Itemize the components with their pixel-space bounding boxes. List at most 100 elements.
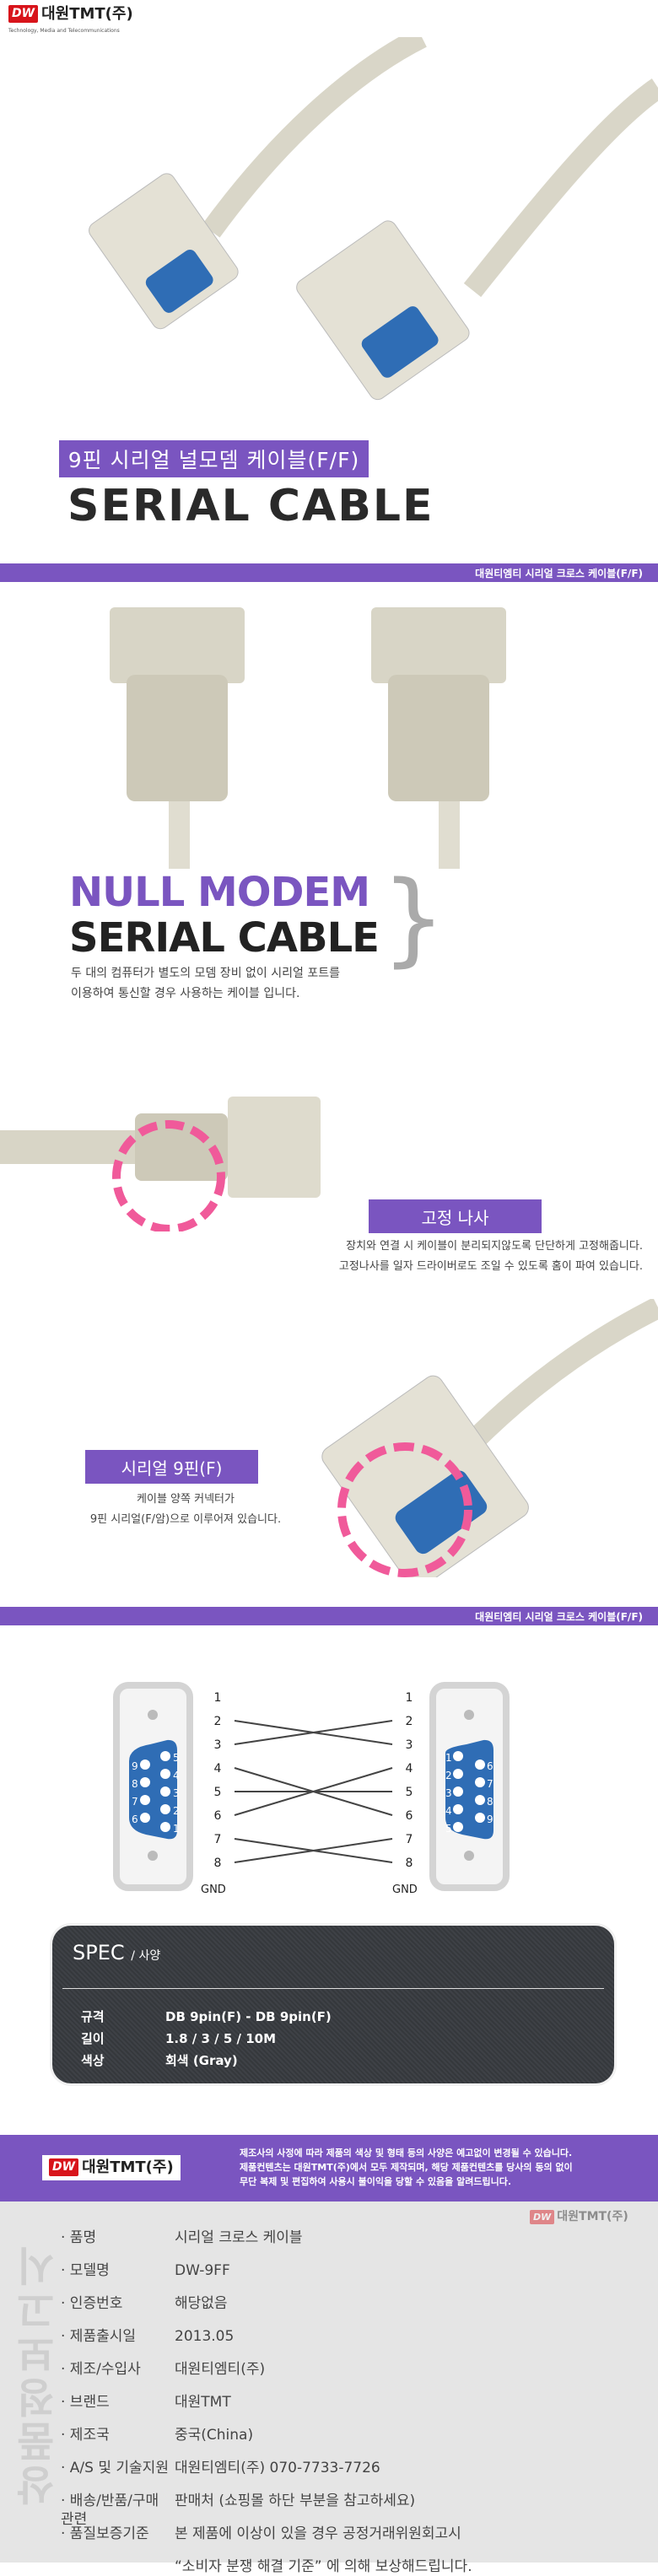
info-key: · 브랜드 [61, 2394, 110, 2411]
pin-number: 7 [132, 1796, 138, 1808]
info-value: 중국(China) [175, 2427, 254, 2444]
pin-number: 8 [487, 1796, 494, 1808]
info-key: · 배송/반품/구매 관련 [61, 2492, 159, 2528]
wire-line [234, 1838, 393, 1863]
section-bar: 대원티엠티 시리얼 크로스 케이블(F/F) [0, 563, 658, 582]
right-pin-label: 7 [406, 1833, 413, 1846]
info-row: · 배송/반품/구매 관련 판매처 (쇼핑몰 하단 부분을 참고하세요) [61, 2492, 415, 2529]
info-key: · 품명 [61, 2229, 97, 2246]
pin-dot [453, 1751, 463, 1761]
left-pin-label: 4 [214, 1762, 222, 1776]
info-row: · 인증번호 해당없음 [61, 2294, 228, 2313]
screw-hole-icon [148, 1851, 158, 1861]
intro-description: 두 대의 컴퓨터가 별도의 모뎀 장비 없이 시리얼 포트를 이용하여 통신할 … [71, 963, 340, 1004]
pin-number: 6 [487, 1760, 494, 1772]
screw-desc-line: 장치와 연결 시 케이블이 분리되지않도록 단단하게 고정해줍니다. [346, 1240, 643, 1253]
right-pin-label: 4 [406, 1762, 413, 1776]
screw-label: 고정 나사 [369, 1199, 542, 1233]
logo-name: 대원TMT(주) [41, 5, 133, 23]
info-key: · A/S 및 기술지원 [61, 2460, 169, 2476]
info-row: “소비자 분쟁 해결 기준” 에 의해 보상해드립니다. [61, 2557, 472, 2576]
product-info-section [0, 2201, 658, 2563]
pin-dot [453, 1822, 463, 1832]
pin-dot [160, 1769, 170, 1779]
info-value: DW-9FF [175, 2262, 230, 2279]
spec-title: SPEC / 사양 [73, 1941, 161, 1964]
info-value: 시리얼 크로스 케이블 [175, 2229, 303, 2246]
copyright-text: 제조사의 사정에 따라 제품의 색상 및 형태 등의 사양은 예고없이 변경될 … [240, 2148, 573, 2187]
info-value: 판매처 (쇼핑몰 하단 부분을 참고하세요) [175, 2492, 416, 2509]
screw-hole-icon [148, 1710, 158, 1720]
divider [62, 1988, 604, 1989]
right-pin-label: 3 [406, 1738, 413, 1752]
pin-number: 6 [132, 1813, 138, 1825]
pin-dot [140, 1795, 150, 1805]
product-title-banner: 9핀 시리얼 널모뎀 케이블(F/F) [59, 440, 369, 477]
pin-dot [475, 1795, 485, 1805]
info-key: · 제조국 [61, 2427, 110, 2444]
info-key: · 모델명 [61, 2262, 110, 2279]
info-value: 해당없음 [175, 2295, 228, 2312]
right-pin-label: 6 [406, 1809, 413, 1823]
right-pin-label: 2 [406, 1715, 413, 1728]
pin-number: 5 [445, 1823, 452, 1835]
info-row: · 제품출시일 2013.05 [61, 2327, 234, 2346]
screw-description: 장치와 연결 시 케이블이 분리되지않도록 단단하게 고정해줍니다. 고정나사를… [339, 1237, 643, 1277]
pin-number: 1 [173, 1823, 180, 1835]
logo-subtitle: Technology, Media and Telecommunications [8, 28, 120, 34]
pin-dot [475, 1777, 485, 1787]
pin-number: 4 [173, 1770, 180, 1781]
left-pin-label: 6 [214, 1809, 222, 1823]
pin-number: 9 [132, 1760, 138, 1772]
connector-side-image [0, 1097, 321, 1231]
pin-dot [140, 1813, 150, 1823]
pin-label: 시리얼 9핀(F) [85, 1450, 258, 1484]
screw-desc-line: 고정나사를 일자 드라이버로도 조일 수 있도록 홈이 파여 있습니다. [338, 1260, 643, 1273]
screw-hole-icon [464, 1851, 474, 1861]
left-pin-label: 7 [214, 1833, 222, 1846]
info-value: “소비자 분쟁 해결 기준” 에 의해 보상해드립니다. [175, 2558, 472, 2575]
pin-number: 2 [173, 1805, 180, 1817]
highlight-circle [112, 1120, 225, 1231]
pin-dot [453, 1786, 463, 1797]
pin-dot [160, 1804, 170, 1814]
left-pin-label: 8 [214, 1857, 222, 1870]
left-pin-label: 1 [214, 1691, 222, 1705]
info-value: 대원티엠티(주) [175, 2361, 266, 2378]
info-row: · A/S 및 기술지원 대원티엠티(주) 070-7733-7726 [61, 2459, 380, 2477]
info-row: · 품명 시리얼 크로스 케이블 [61, 2228, 303, 2247]
info-key: · 제조/수입사 [61, 2361, 141, 2378]
pin-number: 3 [173, 1787, 180, 1799]
info-key: · 제품출시일 [61, 2328, 137, 2345]
info-row: · 제조국 중국(China) [61, 2426, 253, 2444]
highlight-circle [337, 1442, 472, 1577]
pin-number: 8 [132, 1778, 138, 1790]
pin-description: 케이블 양쪽 커넥터가 9핀 시리얼(F/암)으로 이루어져 있습니다. [51, 1490, 321, 1530]
left-pin-label: 3 [214, 1738, 222, 1752]
info-value: 대원티엠티(주) 070-7733-7726 [175, 2460, 380, 2476]
brace-decoration: } [381, 860, 446, 978]
pin-desc-line: 케이블 양쪽 커넥터가 [137, 1493, 235, 1506]
pin-number: 4 [445, 1805, 452, 1817]
pin-number: 3 [445, 1787, 452, 1799]
info-key: · 인증번호 [61, 2295, 123, 2312]
connector-pin-image [321, 1299, 658, 1577]
info-value: 2013.05 [175, 2328, 235, 2345]
section-bar: 대원티엠티 시리얼 크로스 케이블(F/F) [0, 1607, 658, 1625]
left-pin-label: 2 [214, 1715, 222, 1728]
right-pin-label: 8 [406, 1857, 413, 1870]
pin-number: 9 [487, 1813, 494, 1825]
info-row: · 모델명 DW-9FF [61, 2261, 230, 2280]
pin-dot [160, 1822, 170, 1832]
pin-number: 5 [173, 1752, 180, 1764]
wire-line [234, 1767, 393, 1816]
gnd-label: GND [392, 1883, 418, 1896]
pin-dot [140, 1760, 150, 1770]
